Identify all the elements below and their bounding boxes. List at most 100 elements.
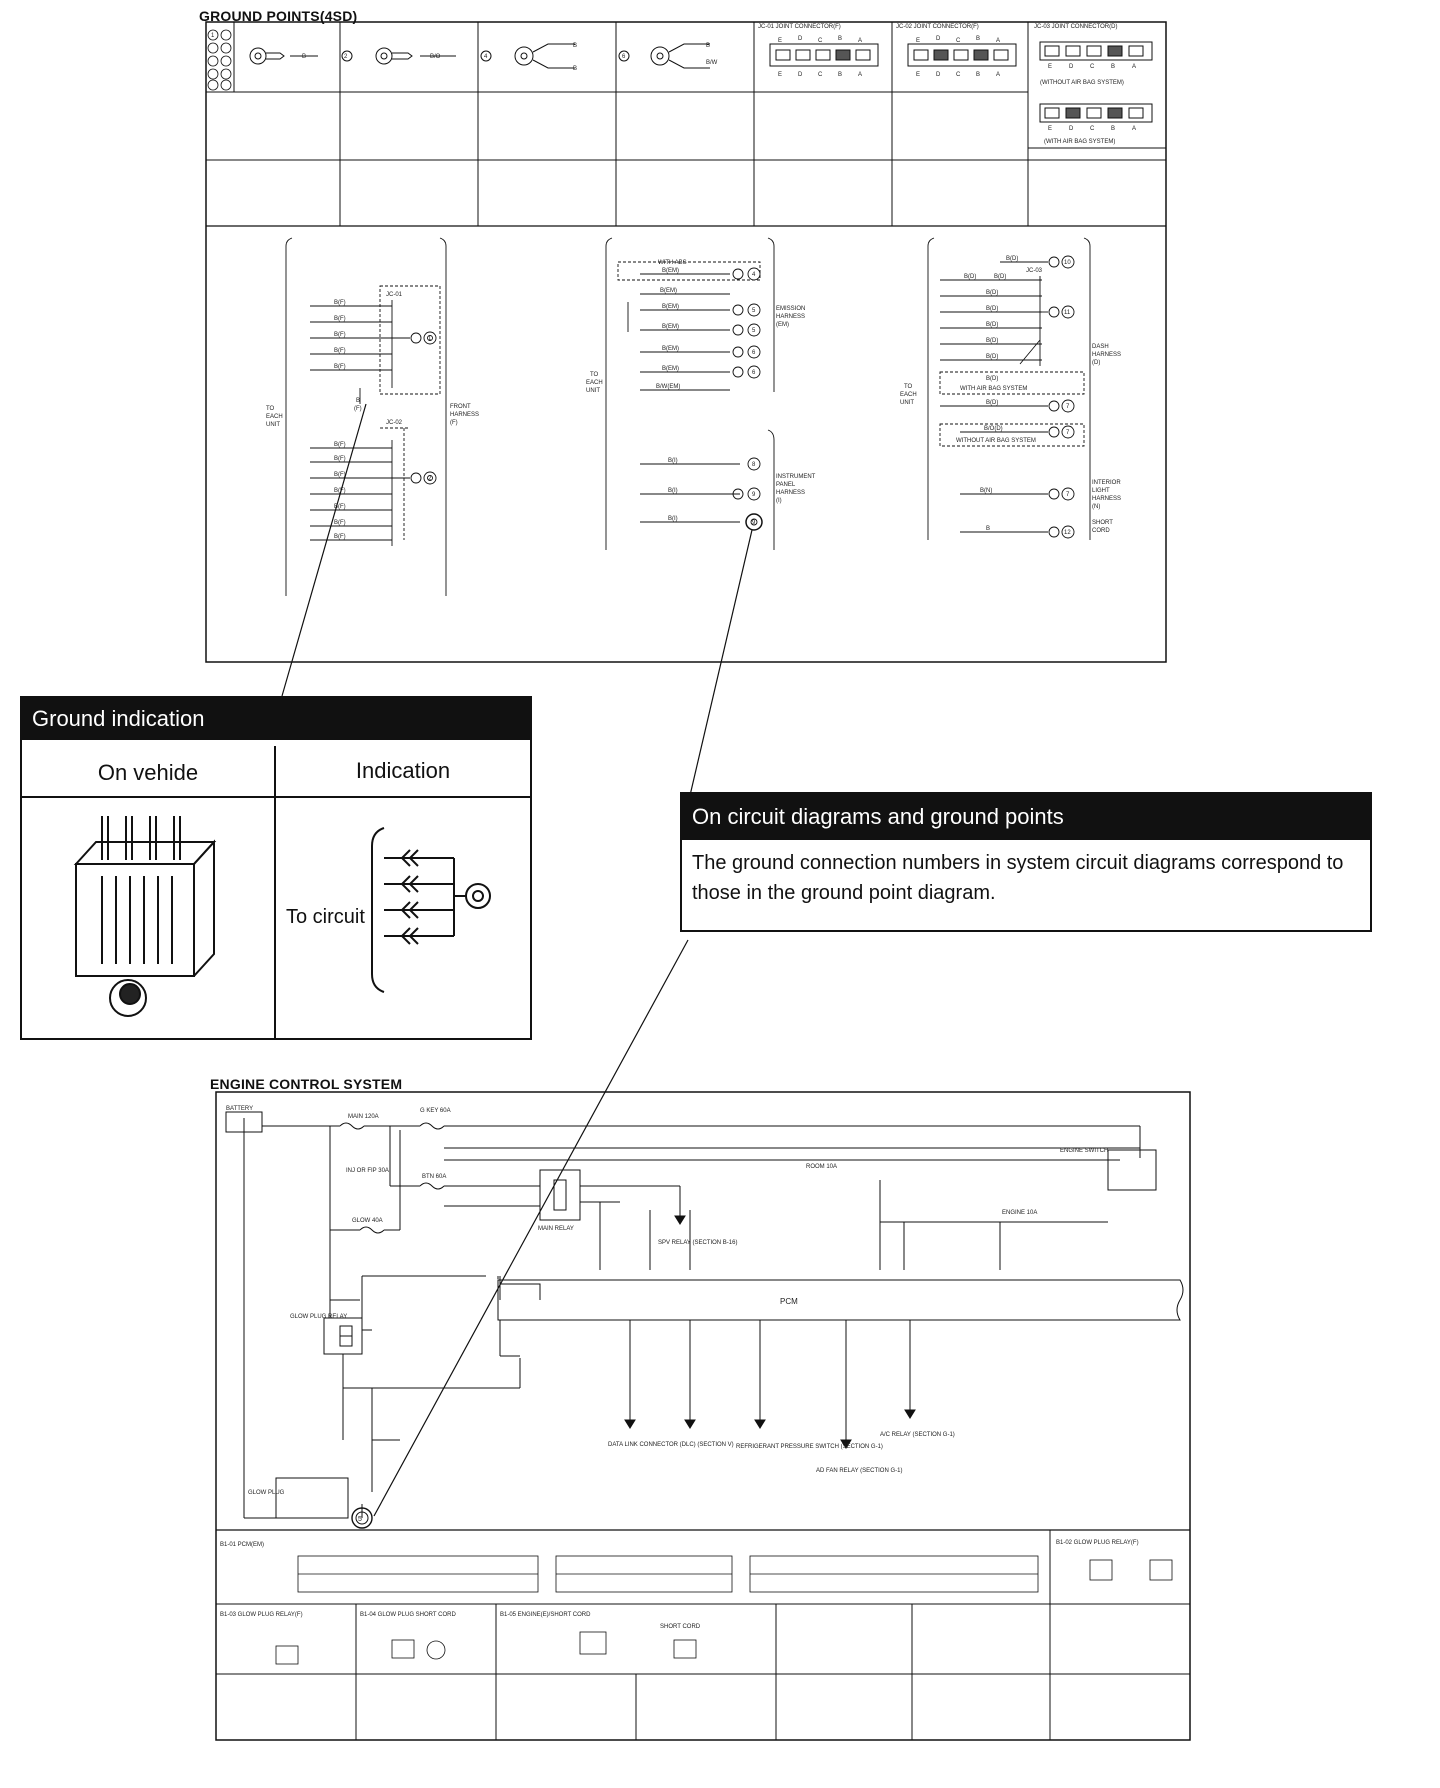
svg-text:(N): (N) — [1092, 504, 1100, 510]
svg-text:B(F): B(F) — [334, 332, 346, 338]
svg-text:9: 9 — [752, 520, 756, 526]
ground-indication-table: On vehide Indication To circuit — [22, 746, 530, 1038]
svg-text:ENGINE 10A: ENGINE 10A — [1002, 1210, 1037, 1216]
svg-text:HARNESS: HARNESS — [1092, 496, 1121, 502]
svg-text:SPV RELAY (SECTION B-16): SPV RELAY (SECTION B-16) — [658, 1240, 737, 1246]
svg-text:B1-02 GLOW PLUG RELAY(F): B1-02 GLOW PLUG RELAY(F) — [1056, 1540, 1139, 1546]
svg-text:(WITH AIR BAG SYSTEM): (WITH AIR BAG SYSTEM) — [1044, 139, 1115, 145]
svg-text:MAIN 120A: MAIN 120A — [348, 1114, 379, 1120]
svg-text:11: 11 — [1064, 310, 1071, 316]
svg-text:B: B — [838, 72, 842, 78]
svg-text:2: 2 — [344, 54, 348, 60]
svg-text:B(F): B(F) — [334, 348, 346, 354]
circuit-note-callout: On circuit diagrams and ground points Th… — [680, 792, 1372, 932]
svg-text:SHORT CORD: SHORT CORD — [660, 1624, 701, 1630]
svg-text:B(I): B(I) — [668, 458, 678, 464]
svg-text:WITHOUT AIR BAG SYSTEM: WITHOUT AIR BAG SYSTEM — [956, 438, 1036, 444]
svg-text:E: E — [916, 38, 920, 44]
svg-text:WITH AIR BAG SYSTEM: WITH AIR BAG SYSTEM — [960, 386, 1027, 392]
svg-text:12: 12 — [1064, 530, 1071, 536]
svg-text:A: A — [996, 72, 1000, 78]
svg-text:MAIN RELAY: MAIN RELAY — [538, 1226, 574, 1232]
svg-text:B(D): B(D) — [986, 376, 998, 382]
svg-text:E: E — [1048, 126, 1052, 132]
svg-text:B/W: B/W — [706, 60, 718, 66]
svg-text:A/C RELAY (SECTION G-1): A/C RELAY (SECTION G-1) — [880, 1432, 955, 1438]
svg-text:EACH: EACH — [266, 414, 283, 420]
svg-text:B(F): B(F) — [334, 472, 346, 478]
svg-text:FRONT: FRONT — [450, 404, 471, 410]
svg-text:B(F): B(F) — [334, 456, 346, 462]
svg-text:B(D): B(D) — [986, 400, 998, 406]
svg-text:B(D): B(D) — [986, 354, 998, 360]
svg-text:G KEY 60A: G KEY 60A — [420, 1108, 451, 1114]
svg-text:JC-01 JOINT CONNECTOR(F): JC-01 JOINT CONNECTOR(F) — [758, 24, 841, 30]
joint-connector-jc02 — [907, 43, 1017, 67]
svg-text:B(F): B(F) — [334, 534, 346, 540]
svg-text:B: B — [573, 66, 577, 72]
svg-text:ROOM 10A: ROOM 10A — [806, 1164, 837, 1170]
svg-text:B(F): B(F) — [334, 488, 346, 494]
column-on-vehicle: On vehide — [97, 760, 199, 785]
svg-text:B(EM): B(EM) — [662, 304, 679, 310]
svg-text:BATTERY: BATTERY — [226, 1106, 253, 1112]
svg-text:B(F): B(F) — [334, 300, 346, 306]
svg-text:B(D): B(D) — [994, 274, 1006, 280]
svg-text:4: 4 — [752, 272, 756, 278]
svg-text:B(F): B(F) — [334, 442, 346, 448]
svg-text:DASH: DASH — [1092, 344, 1109, 350]
svg-text:E: E — [916, 72, 920, 78]
svg-text:B(N): B(N) — [980, 488, 992, 494]
svg-text:B(F): B(F) — [334, 504, 346, 510]
svg-text:8: 8 — [752, 462, 756, 468]
svg-text:B(D): B(D) — [986, 322, 998, 328]
svg-text:HARNESS: HARNESS — [1092, 352, 1121, 358]
svg-text:C: C — [1090, 64, 1095, 70]
svg-text:4: 4 — [484, 54, 488, 60]
svg-text:D: D — [936, 36, 941, 42]
svg-text:JC-02 JOINT CONNECTOR(F): JC-02 JOINT CONNECTOR(F) — [896, 24, 979, 30]
engine-wiring — [225, 1111, 1184, 1529]
svg-text:E: E — [778, 72, 782, 78]
ground-indication-callout: Ground indication On vehide Indication T… — [20, 696, 532, 1040]
ground-indication-title: Ground indication — [22, 698, 530, 740]
svg-text:B: B — [573, 43, 577, 49]
svg-text:9: 9 — [752, 492, 756, 498]
svg-text:C: C — [818, 38, 823, 44]
svg-text:D: D — [1069, 64, 1074, 70]
svg-text:B: B — [986, 526, 990, 532]
middle-ground-panel — [605, 237, 775, 550]
svg-text:REFRIGERANT PRESSURE SWITCH (S: REFRIGERANT PRESSURE SWITCH (SECTION G-1… — [736, 1444, 883, 1450]
svg-text:HARNESS: HARNESS — [450, 412, 479, 418]
svg-text:B(F): B(F) — [334, 364, 346, 370]
svg-text:JC-03 JOINT CONNECTOR(D): JC-03 JOINT CONNECTOR(D) — [1034, 24, 1117, 30]
svg-text:TO: TO — [266, 406, 275, 412]
svg-text:B/W(EM): B/W(EM) — [656, 384, 680, 390]
svg-text:A: A — [858, 72, 862, 78]
circuit-note-body: The ground connection numbers in system … — [692, 852, 1344, 904]
svg-text:B(D): B(D) — [986, 338, 998, 344]
svg-text:B(I): B(I) — [668, 488, 678, 494]
connector-pinout-tables — [275, 1555, 1173, 1665]
svg-text:TO: TO — [904, 384, 913, 390]
svg-text:B: B — [356, 398, 360, 404]
ring-terminal-icon — [249, 43, 710, 69]
svg-text:B(D): B(D) — [1006, 256, 1018, 262]
svg-text:6: 6 — [622, 54, 626, 60]
engine-control-frame — [215, 1091, 1191, 1741]
svg-text:2: 2 — [428, 476, 432, 482]
svg-text:B(F): B(F) — [334, 520, 346, 526]
svg-text:LIGHT: LIGHT — [1092, 488, 1110, 494]
svg-text:INSTRUMENT: INSTRUMENT — [776, 474, 816, 480]
circuit-note-title: On circuit diagrams and ground points — [682, 794, 1370, 840]
svg-text:B(D): B(D) — [986, 290, 998, 296]
ground-number-list — [207, 29, 232, 91]
svg-text:INTERIOR: INTERIOR — [1092, 480, 1121, 486]
svg-text:C: C — [818, 72, 823, 78]
svg-text:B1-05 ENGINE(E)/SHORT CORD: B1-05 ENGINE(E)/SHORT CORD — [500, 1612, 591, 1618]
svg-text:5: 5 — [752, 328, 756, 334]
svg-text:6: 6 — [752, 370, 756, 376]
svg-text:B(D): B(D) — [964, 274, 976, 280]
svg-text:B1-04 GLOW PLUG SHORT CORD: B1-04 GLOW PLUG SHORT CORD — [360, 1612, 456, 1618]
svg-text:7: 7 — [1066, 404, 1070, 410]
